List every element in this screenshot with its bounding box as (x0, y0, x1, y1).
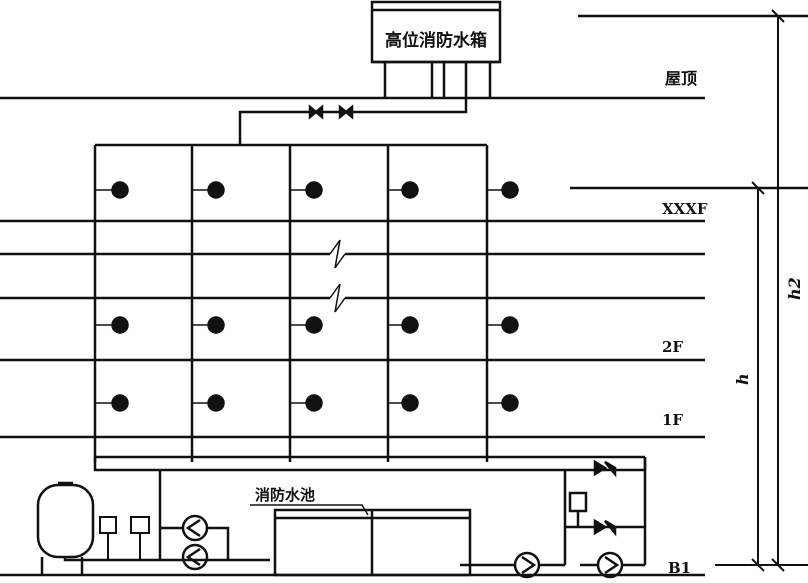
dimension-lines (715, 9, 808, 572)
dimension-h2: h2 (785, 277, 804, 300)
fire-hydrant-icons (95, 181, 519, 412)
roof-tank-label: 高位消防水箱 (385, 30, 487, 51)
dimension-h: h (733, 373, 752, 385)
pool-label: 消防水池 (255, 486, 315, 504)
floor-lines (0, 186, 808, 439)
check-valve-icon (308, 104, 354, 120)
floor-label-top: XXXF (662, 200, 708, 218)
suction-pipe (63, 557, 270, 562)
fire-pool: 消防水池 (250, 486, 472, 577)
pump-icons (160, 514, 645, 579)
roof-water-tank: 高位消防水箱 (370, 0, 502, 97)
ring-main-pipe (93, 455, 647, 565)
roof-label: 屋顶 (665, 69, 697, 88)
floor-label-b1: B1 (668, 559, 691, 577)
floor-label-1f: 1F (662, 411, 683, 429)
valve-bypass (563, 459, 645, 565)
risers (93, 143, 489, 462)
floor-label-2f: 2F (662, 338, 683, 356)
pressure-switch-icons (99, 516, 150, 560)
pressure-gauge-icon (568, 491, 588, 513)
